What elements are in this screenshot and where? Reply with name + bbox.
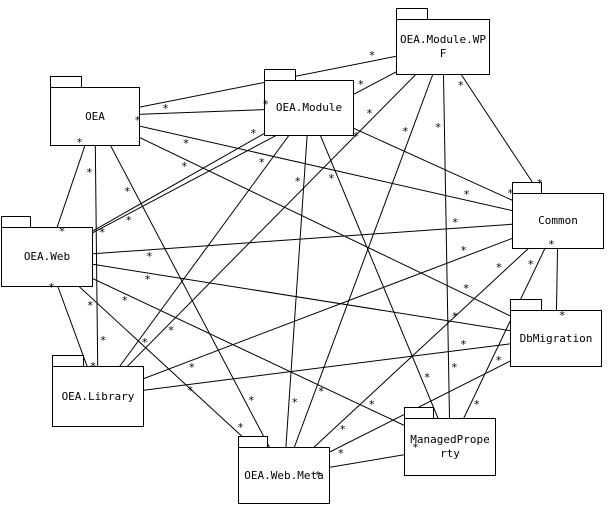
multiplicity-star: * (168, 324, 174, 338)
multiplicity-star: * (452, 216, 458, 230)
package-label-dbmigration: DbMigration (519, 331, 593, 345)
dependency-oea-module-wpf-to-oea-web (46, 46, 444, 258)
dependency-oea-module-to-oea-library (97, 107, 310, 397)
dependency-oea-module-wpf-to-oea-web-meta (283, 46, 444, 476)
multiplicity-star: * (146, 249, 153, 263)
dependency-oea-web-to-dbmigration (46, 256, 557, 339)
package-dbmigration[interactable]: DbMigration (510, 310, 602, 367)
multiplicity-star: * (87, 299, 93, 313)
package-common[interactable]: Common (512, 193, 604, 249)
multiplicity-star: * (237, 420, 244, 434)
dependency-oea-web-to-common (46, 220, 559, 258)
dependency-oea-to-oea-web-meta (94, 115, 285, 476)
multiplicity-star: * (124, 184, 130, 198)
package-label-managedproperty: ManagedProperty (410, 433, 490, 460)
multiplicity-star: * (187, 384, 193, 398)
multiplicity-star: * (100, 333, 106, 347)
multiplicity-star: * (248, 394, 255, 408)
multiplicity-star: * (369, 48, 375, 62)
multiplicity-star: * (460, 244, 467, 258)
multiplicity-star: * (457, 79, 464, 93)
package-label-oea-library: OEA.Library (61, 389, 135, 403)
dependency-oea-module-to-oea-web-meta (283, 107, 310, 476)
package-label-oea-web-meta: OEA.Web.Meta (244, 468, 324, 482)
multiplicity-star: * (59, 224, 65, 238)
multiplicity-star: * (496, 261, 502, 275)
multiplicity-star: * (424, 370, 430, 384)
dependency-oea-library-to-dbmigration (97, 337, 557, 397)
dependency-oea-web-to-managedproperty (46, 256, 451, 448)
multiplicity-star: * (357, 77, 364, 91)
multiplicity-star: * (527, 257, 534, 271)
multiplicity-star: * (451, 360, 458, 374)
package-managedproperty[interactable]: ManagedProperty (404, 418, 496, 476)
multiplicity-star: * (295, 174, 301, 188)
package-label-oea: OEA (85, 109, 105, 123)
dependency-oea-module-to-managedproperty (308, 107, 451, 448)
multiplicity-star: * (507, 186, 514, 200)
package-oea-module[interactable]: OEA.Module (264, 80, 354, 136)
multiplicity-star: * (339, 422, 346, 436)
package-oea-web-meta[interactable]: OEA.Web.Meta (238, 447, 330, 504)
package-label-oea-module-wpf: OEA.Module.WPF (399, 33, 487, 60)
multiplicity-star: * (366, 106, 373, 120)
multiplicity-star: * (452, 309, 458, 323)
multiplicity-star: * (315, 469, 321, 483)
multiplicity-star: * (258, 156, 265, 170)
multiplicity-star: * (291, 396, 298, 409)
multiplicity-star: * (463, 188, 470, 202)
multiplicity-star: * (126, 214, 132, 228)
multiplicity-star: * (122, 294, 128, 308)
multiplicity-star: * (463, 282, 469, 296)
multiplicity-star: * (412, 440, 419, 454)
multiplicity-star: * (537, 176, 543, 190)
package-label-oea-module: OEA.Module (275, 101, 343, 114)
multiplicity-star: * (353, 130, 359, 144)
multiplicity-star: * (181, 159, 188, 173)
multiplicity-star: * (328, 172, 335, 186)
multiplicity-star: * (474, 398, 480, 412)
multiplicity-star: * (162, 102, 169, 116)
multiplicity-star: * (90, 360, 96, 374)
multiplicity-star: * (435, 121, 441, 135)
dependency-oea-web-meta-to-common (283, 220, 559, 476)
multiplicity-star: * (495, 354, 502, 368)
multiplicity-star: * (135, 114, 141, 128)
dependency-oea-to-dbmigration (94, 115, 557, 339)
multiplicity-star: * (548, 238, 555, 252)
multiplicity-star: * (250, 126, 257, 140)
dependency-oea-module-wpf-to-managedproperty (442, 46, 451, 448)
multiplicity-star: * (76, 136, 83, 150)
dependency-oea-to-common (94, 115, 559, 222)
package-oea-web[interactable]: OEA.Web (1, 227, 93, 287)
package-oea-module-wpf[interactable]: OEA.Module.WPF (396, 19, 490, 75)
multiplicity-star: * (189, 360, 195, 374)
multiplicity-star: * (402, 124, 409, 138)
dependency-oea-library-to-common (97, 220, 559, 397)
multiplicity-star: * (144, 273, 151, 287)
multiplicity-star: * (142, 335, 148, 349)
multiplicity-star: * (99, 226, 105, 240)
multiplicity-star: * (559, 308, 565, 322)
package-oea[interactable]: OEA (50, 87, 140, 146)
package-label-oea-web: OEA.Web (23, 250, 71, 263)
multiplicity-star: * (86, 166, 93, 180)
dependency-oea-to-oea-library (94, 115, 99, 397)
multiplicity-star: * (318, 385, 324, 399)
dependency-oea-module-wpf-to-oea-library (97, 46, 444, 397)
package-label-common: Common (538, 214, 578, 227)
multiplicity-star: * (338, 446, 344, 460)
multiplicity-star: * (460, 337, 467, 351)
dependency-managedproperty-to-common (449, 220, 559, 448)
multiplicity-star: * (183, 136, 189, 150)
multiplicity-star: * (262, 97, 269, 111)
multiplicity-star: * (48, 280, 55, 294)
package-oea-library[interactable]: OEA.Library (52, 366, 144, 427)
multiplicity-star: * (368, 397, 375, 411)
